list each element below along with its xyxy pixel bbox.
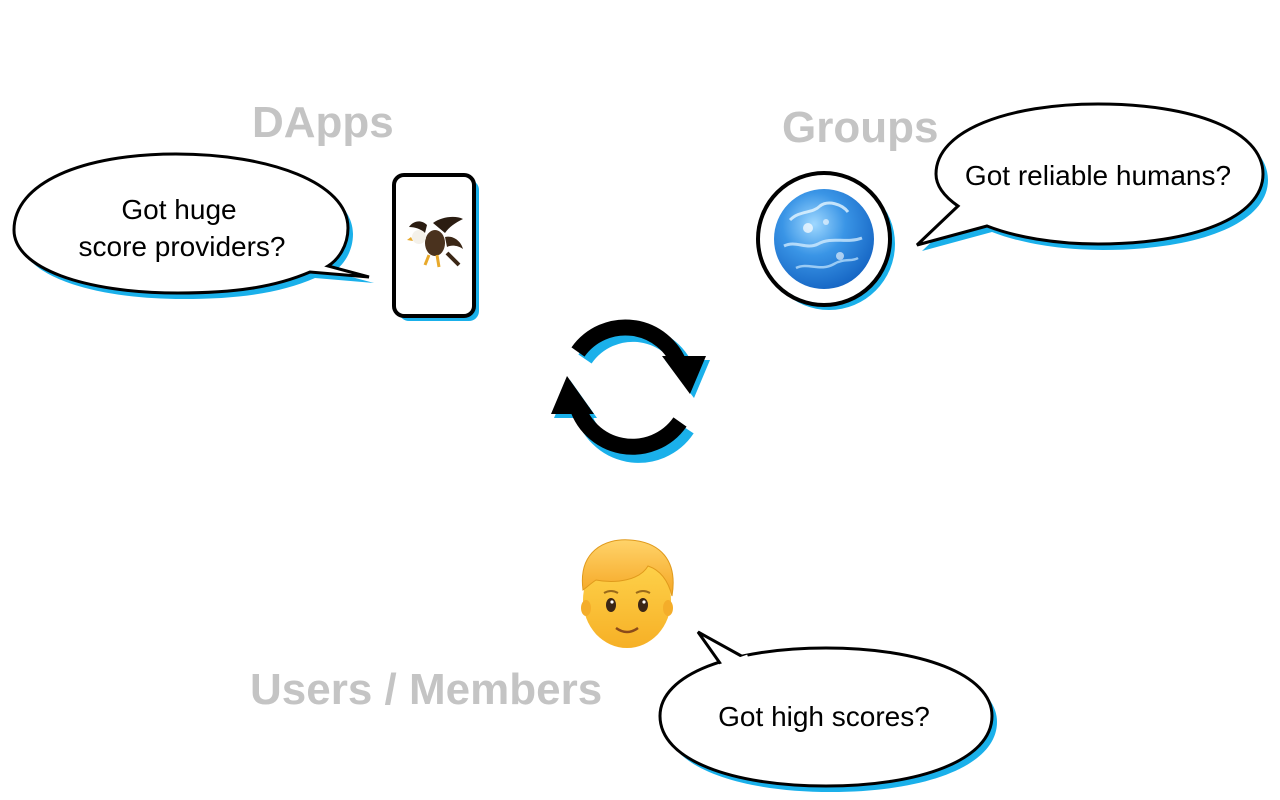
users-bubble-line-1: Got high scores? <box>718 701 930 732</box>
dapps-bubble-line-2: score providers? <box>79 231 286 262</box>
eagle-icon <box>407 216 463 268</box>
dapps-bubble-line-1: Got huge <box>121 194 236 225</box>
groups-heading: Groups <box>782 103 939 152</box>
users-members-heading: Users / Members <box>250 665 603 714</box>
groups-speech-bubble: Got reliable humans? <box>915 102 1268 251</box>
dapps-speech-bubble: Got huge score providers? <box>12 152 374 299</box>
cycle-arrows-icon <box>551 319 710 463</box>
person-emoji-icon <box>581 539 674 648</box>
dapp-phone-icon <box>392 173 479 321</box>
users-speech-bubble: Got high scores? <box>658 630 997 792</box>
dapps-heading: DApps <box>252 98 394 147</box>
group-globe-icon <box>756 171 895 310</box>
groups-bubble-line-1: Got reliable humans? <box>965 160 1231 191</box>
